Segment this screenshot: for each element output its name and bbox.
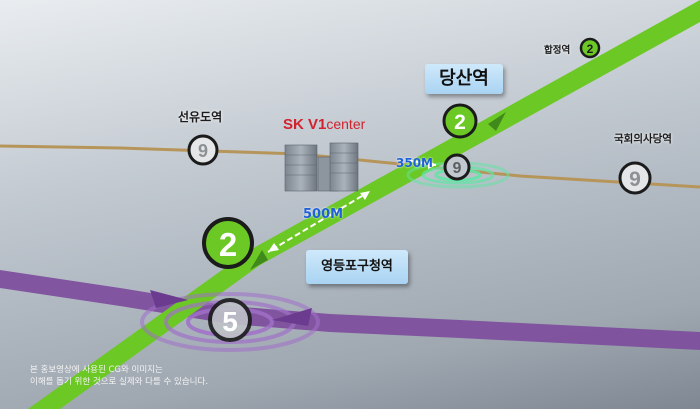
line5-arrow-right bbox=[272, 308, 312, 326]
national-assembly-station-label[interactable]: 국회의사당역 bbox=[614, 133, 672, 145]
svg-text:9: 9 bbox=[629, 168, 641, 191]
line2-track bbox=[28, 0, 700, 409]
dangsan-line2-marker[interactable]: 2 bbox=[442, 103, 478, 139]
distance-350m-label: 350M bbox=[396, 156, 433, 170]
seonyudo-station-label[interactable]: 선유도역 bbox=[178, 110, 223, 124]
disclaimer-line-1: 본 홍보영상에 사용된 CG와 이미지는 bbox=[30, 365, 163, 375]
line2-arrow-up bbox=[488, 112, 506, 131]
sk-v1-center-building bbox=[284, 142, 359, 192]
disclaimer-line-2: 이해를 돕기 위한 것으로 실제와 다를 수 있습니다. bbox=[30, 377, 209, 387]
national-assembly-line9-marker[interactable]: 9 bbox=[618, 161, 652, 195]
dangsan-line9-marker[interactable]: 9 bbox=[443, 153, 471, 181]
dangsan-station-label[interactable]: 당산역 bbox=[425, 64, 503, 94]
svg-text:2: 2 bbox=[454, 111, 466, 134]
svg-text:9: 9 bbox=[198, 141, 208, 161]
sk-v1-center-logo: SK V1center bbox=[283, 116, 365, 134]
disclaimer-text: 본 홍보영상에 사용된 CG와 이미지는 이해를 돕기 위한 것으로 실제와 다… bbox=[30, 364, 208, 388]
svg-text:2: 2 bbox=[587, 42, 594, 56]
distance-arrow-350 bbox=[404, 159, 437, 169]
seonyudo-line9-marker[interactable]: 9 bbox=[187, 134, 219, 166]
brand-center-text: center bbox=[326, 116, 366, 132]
line5-track bbox=[0, 270, 700, 350]
distance-arrow-500 bbox=[267, 191, 370, 253]
svg-text:5: 5 bbox=[222, 306, 238, 337]
hapjeong-station-label[interactable]: 합정역 bbox=[544, 45, 571, 56]
line9-track bbox=[0, 144, 700, 189]
yeongdeungpo-station-label[interactable]: 영등포구청역 bbox=[306, 250, 408, 284]
hapjeong-line2-marker[interactable]: 2 bbox=[579, 37, 601, 59]
yeongdeungpo-line5-marker[interactable]: 5 bbox=[208, 298, 252, 342]
line5-arrow-left bbox=[150, 290, 188, 308]
line2-arrow-down bbox=[250, 250, 268, 270]
svg-text:9: 9 bbox=[453, 160, 462, 177]
svg-text:2: 2 bbox=[219, 226, 237, 263]
yeongdeungpo-line2-marker[interactable]: 2 bbox=[202, 217, 254, 269]
brand-sk-text: SK V1 bbox=[283, 116, 327, 133]
distance-500m-label: 500M bbox=[303, 207, 344, 222]
